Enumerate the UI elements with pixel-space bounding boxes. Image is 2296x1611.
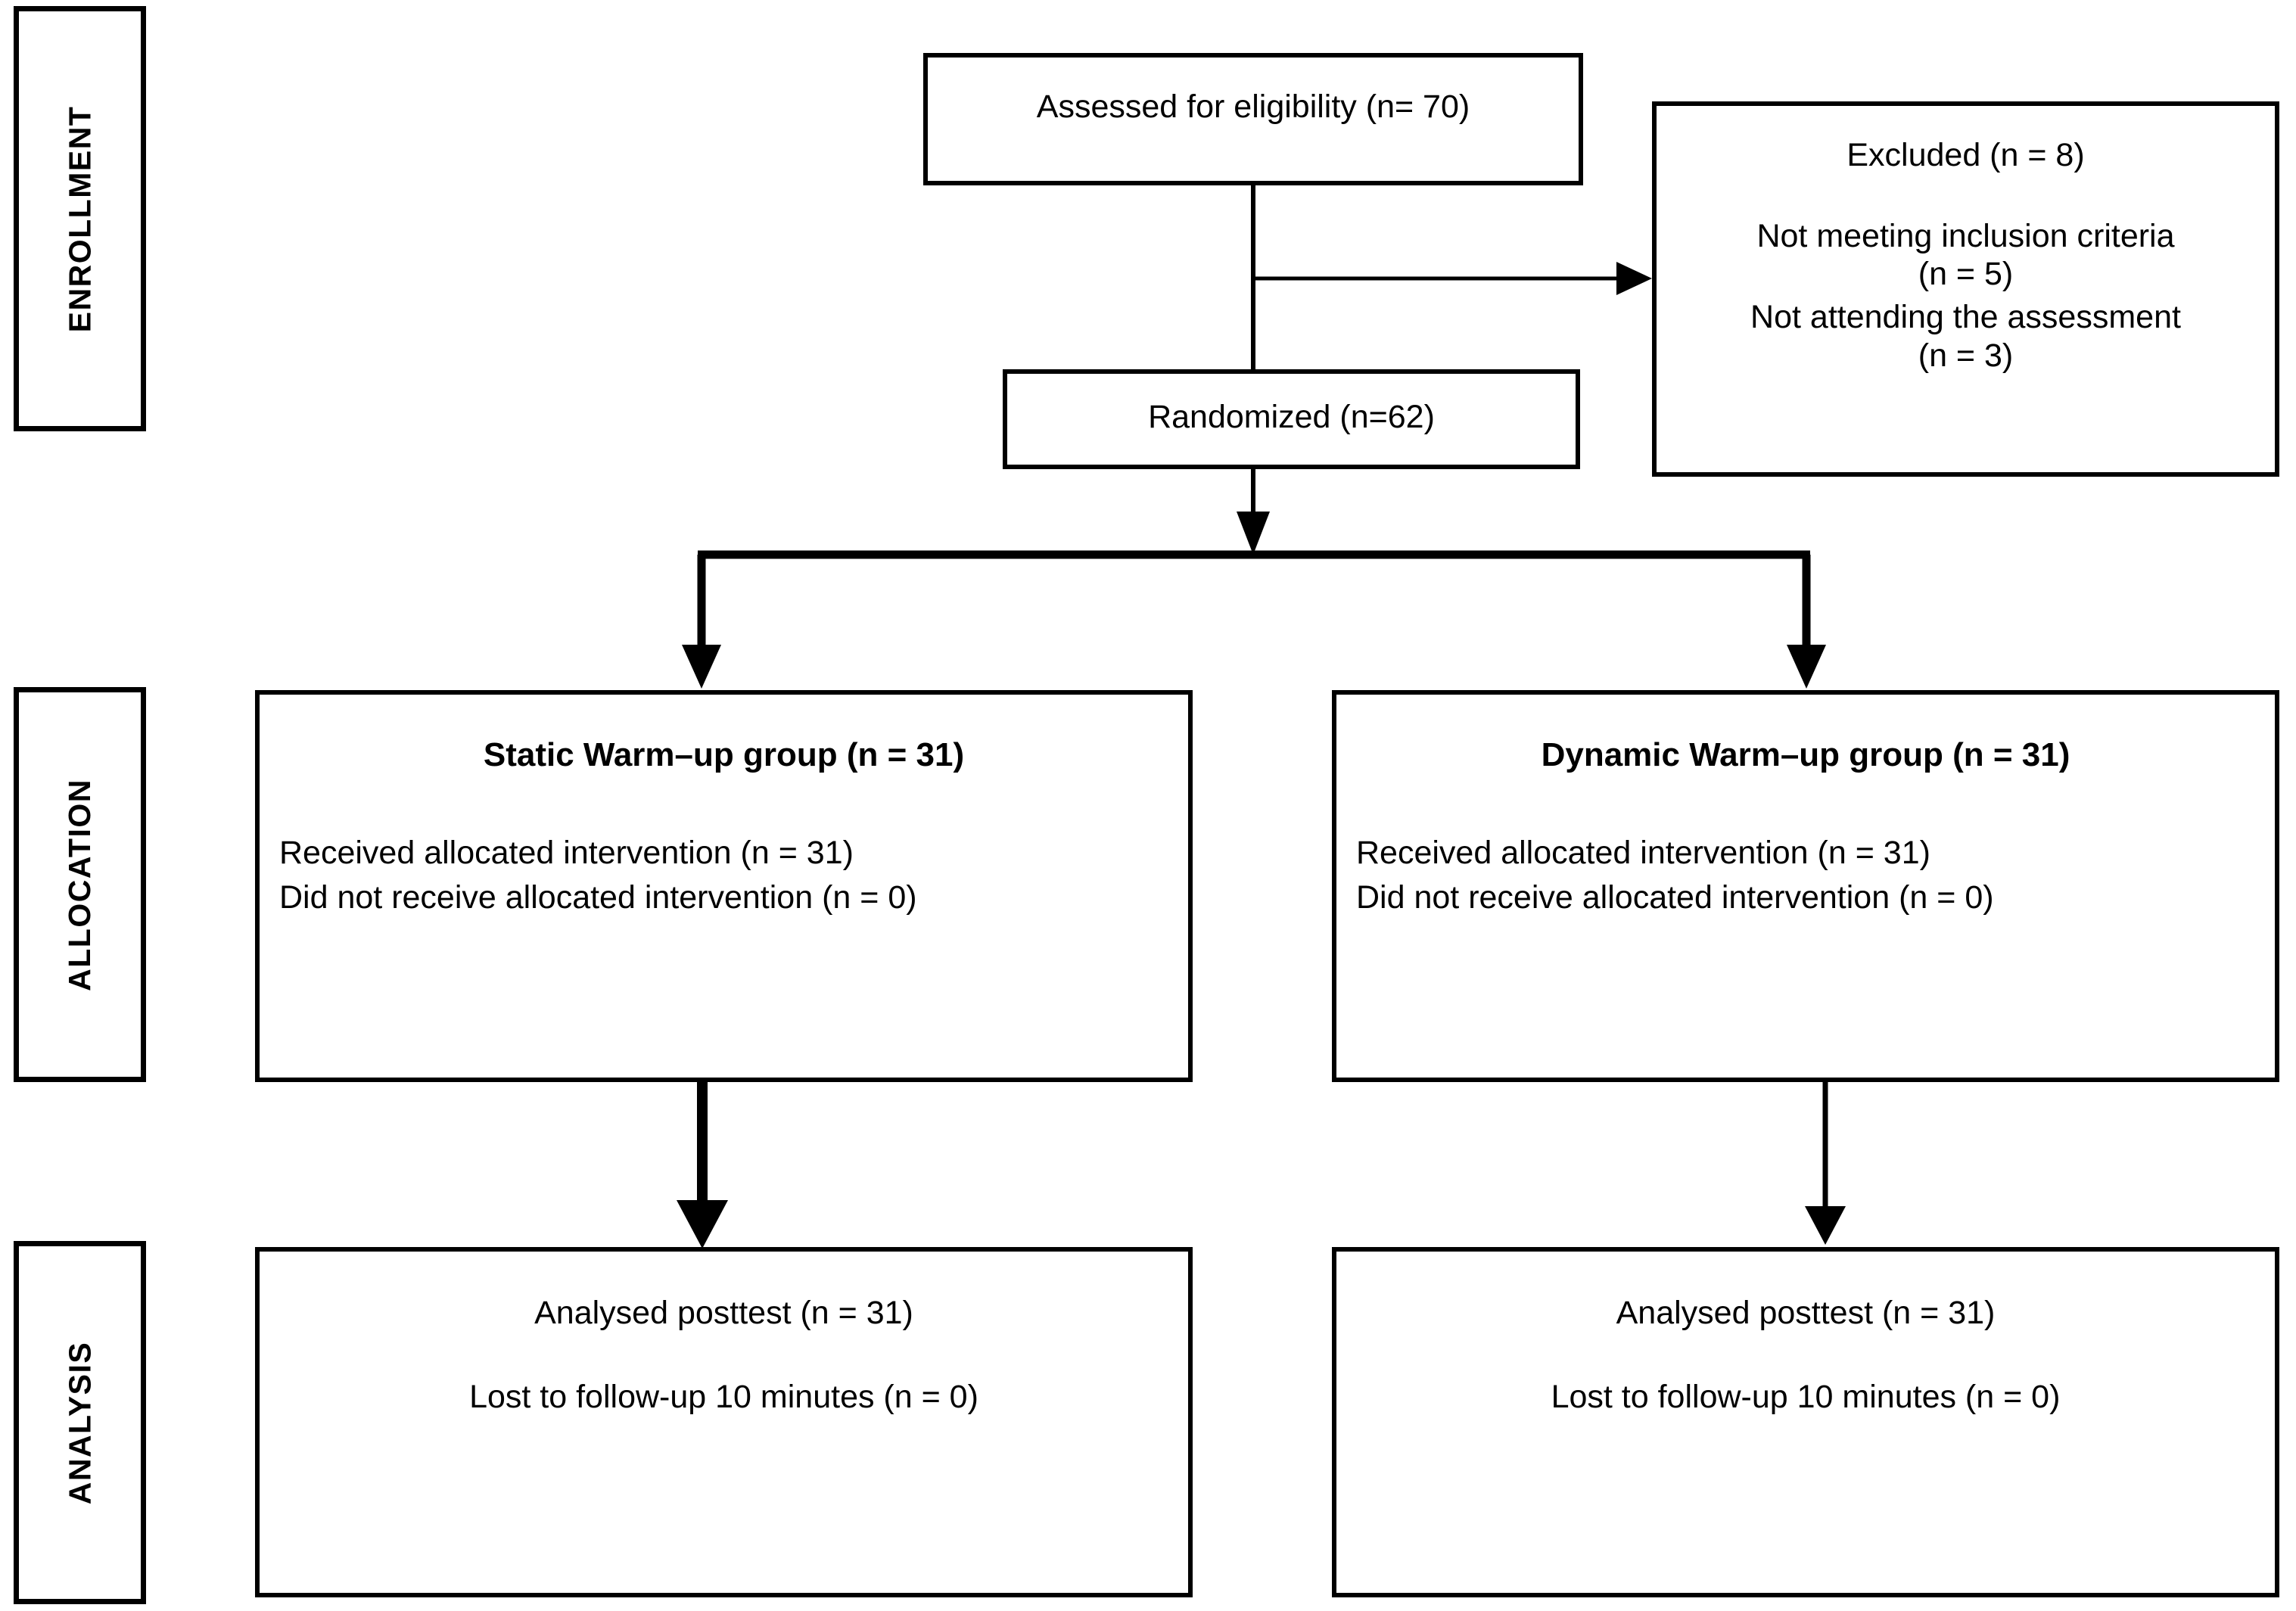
node-analysis-dynamic-line-1: Analysed posttest (n = 31): [1616, 1295, 1996, 1331]
node-allocation-dynamic-title: Dynamic Warm–up group (n = 31): [1541, 736, 2070, 773]
stage-label-analysis: ANALYSIS: [14, 1241, 146, 1604]
node-analysis-static: Analysed posttest (n = 31) Lost to follo…: [255, 1247, 1193, 1597]
node-randomized-line-1: Randomized (n=62): [1148, 399, 1435, 435]
node-assessed-for-eligibility: Assessed for eligibility (n= 70): [923, 53, 1583, 185]
node-allocation-static-title: Static Warm–up group (n = 31): [483, 736, 965, 773]
node-randomized: Randomized (n=62): [1003, 369, 1580, 469]
stage-label-enrollment-text: ENROLLMENT: [62, 105, 98, 332]
arrowhead-alloc-right-to-analysis: [1805, 1206, 1846, 1245]
node-allocation-static-line-1: Received allocated intervention (n = 31): [279, 834, 854, 871]
node-excluded: Excluded (n = 8) Not meeting inclusion c…: [1652, 101, 2279, 477]
node-analysis-static-line-1: Analysed posttest (n = 31): [534, 1295, 913, 1331]
node-excluded-line-3: Not attending the assessment: [1750, 299, 2181, 336]
node-excluded-line-1: Not meeting inclusion criteria: [1756, 217, 2175, 254]
node-allocation-static-line-2: Did not receive allocated intervention (…: [279, 879, 917, 916]
node-analysis-static-line-2: Lost to follow-up 10 minutes (n = 0): [469, 1378, 978, 1415]
arrowhead-split-left: [682, 645, 721, 689]
node-allocation-dynamic-line-2: Did not receive allocated intervention (…: [1356, 879, 1994, 916]
stage-label-allocation: ALLOCATION: [14, 687, 146, 1082]
arrowhead-randomized-down: [1237, 512, 1270, 555]
node-allocation-dynamic-line-1: Received allocated intervention (n = 31): [1356, 834, 1930, 871]
node-excluded-line-2: (n = 5): [1918, 256, 2014, 293]
stage-label-allocation-text: ALLOCATION: [62, 778, 98, 991]
stage-label-enrollment: ENROLLMENT: [14, 6, 146, 431]
arrowhead-split-right: [1787, 645, 1826, 689]
node-excluded-title: Excluded (n = 8): [1846, 137, 2085, 173]
node-excluded-line-4: (n = 3): [1918, 337, 2014, 374]
stage-label-analysis-text: ANALYSIS: [62, 1341, 98, 1504]
node-analysis-dynamic: Analysed posttest (n = 31) Lost to follo…: [1332, 1247, 2279, 1597]
node-analysis-dynamic-line-2: Lost to follow-up 10 minutes (n = 0): [1551, 1378, 2061, 1415]
node-allocation-dynamic: Dynamic Warm–up group (n = 31) Received …: [1332, 690, 2279, 1082]
node-assessed-line-1: Assessed for eligibility (n= 70): [1036, 89, 1470, 125]
arrowhead-alloc-left-to-analysis: [677, 1200, 728, 1249]
arrowhead-to-excluded: [1616, 262, 1652, 295]
node-allocation-static: Static Warm–up group (n = 31) Received a…: [255, 690, 1193, 1082]
